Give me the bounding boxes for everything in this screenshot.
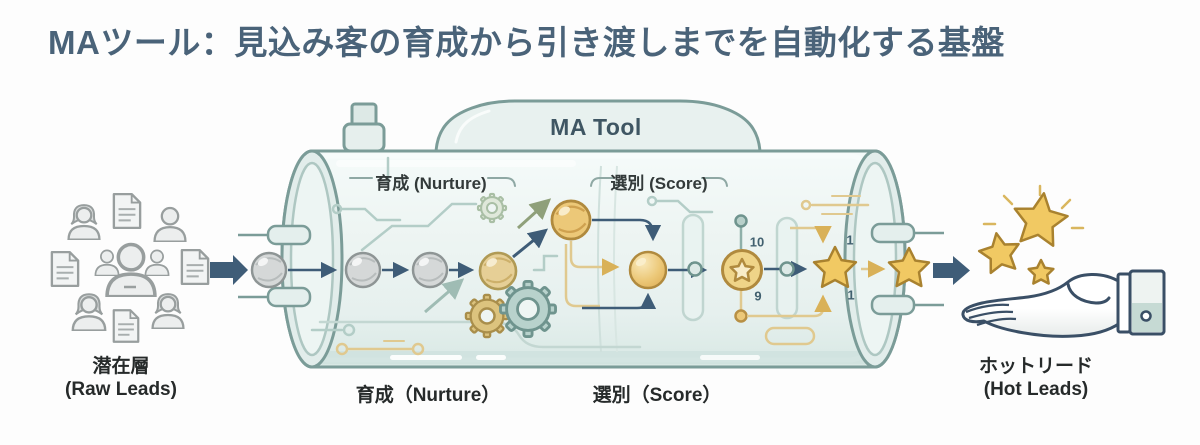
lead-ball-3 xyxy=(411,251,449,289)
hot-lead-star-small xyxy=(1029,260,1054,284)
hot-leads-label: ホットリード (Hot Leads) xyxy=(979,355,1093,401)
person-icon xyxy=(71,293,107,331)
star-score-top: 1 xyxy=(846,232,854,248)
machine-title: MA Tool xyxy=(550,114,642,140)
machine-valve-knob xyxy=(342,102,386,153)
input-arrow xyxy=(210,255,248,285)
person-icon xyxy=(151,292,185,329)
nurture-flow xyxy=(344,192,662,339)
machine-outlet-ports xyxy=(870,222,944,316)
gear-icon-small xyxy=(476,192,508,224)
score-flow xyxy=(628,214,929,323)
sparkle-icons xyxy=(982,184,1085,230)
input-flow xyxy=(210,251,338,289)
hot-leads-output xyxy=(933,184,1166,338)
document-icon xyxy=(112,192,142,230)
score-value-high: 10 xyxy=(749,234,765,250)
hot-lead-star-large xyxy=(1010,190,1070,248)
person-icon xyxy=(67,203,101,240)
hot-lead-star xyxy=(977,230,1023,274)
score-coin-star xyxy=(723,251,762,290)
nurture-stage-label: 育成（Nurture） xyxy=(355,385,501,406)
score-ball xyxy=(628,250,668,290)
hot-leads-label-en: (Hot Leads) xyxy=(983,379,1089,400)
score-value-low: 9 xyxy=(754,288,762,304)
raw-leads-label: 潜在層 (Raw Leads) xyxy=(65,355,177,401)
gear-icon-gold xyxy=(464,293,510,339)
raw-leads-cluster xyxy=(50,192,210,343)
person-icon xyxy=(153,206,187,242)
score-stage-label: 選別（Score） xyxy=(592,385,722,406)
lead-ball-nurtured xyxy=(550,199,592,241)
lead-ball-entering xyxy=(250,251,288,289)
person-icon xyxy=(94,249,120,276)
output-arrow xyxy=(933,256,970,285)
document-icon xyxy=(180,248,210,286)
document-icon xyxy=(50,250,80,288)
inner-nurture-label: 育成 (Nurture) xyxy=(375,174,487,193)
lead-ball-warming xyxy=(478,251,518,291)
machine-inlet-ports xyxy=(238,224,312,308)
document-icon xyxy=(112,309,140,343)
raw-leads-label-jp: 潜在層 xyxy=(92,356,150,377)
raw-leads-label-en: (Raw Leads) xyxy=(65,379,177,400)
machine-dome xyxy=(434,99,762,153)
page-title: MAツール：見込み客の育成から引き渡しまでを自動化する基盤 xyxy=(48,24,1005,61)
gear-icon-teal xyxy=(499,280,557,338)
star-score-bottom: 1 xyxy=(847,287,855,303)
inner-score-label: 選別 (Score) xyxy=(610,174,708,193)
hot-leads-label-jp: ホットリード xyxy=(978,356,1094,377)
person-icon xyxy=(144,249,170,276)
lead-ball-2 xyxy=(344,251,382,289)
open-hand-icon xyxy=(961,269,1166,338)
